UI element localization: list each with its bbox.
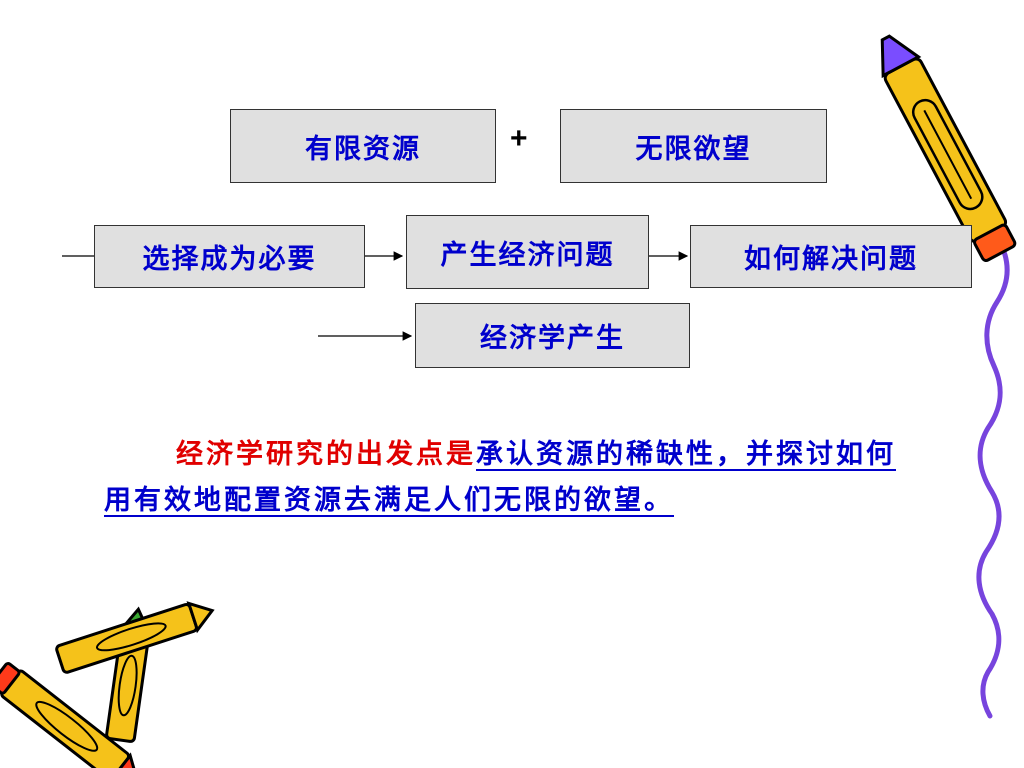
box-economic-problem: 产生经济问题 bbox=[406, 215, 649, 289]
summary-paragraph: 经济学研究的出发点是承认资源的稀缺性，并探讨如何用有效地配置资源去满足人们无限的… bbox=[104, 432, 914, 524]
crossed-pencils-icon bbox=[0, 601, 215, 768]
box-solve-problem: 如何解决问题 bbox=[690, 225, 972, 288]
paragraph-body: 承认资源的稀缺性，并探讨如何用有效地配置资源去满足人们无限的欲望。 bbox=[104, 439, 896, 516]
box-limited-resources: 有限资源 bbox=[230, 109, 496, 183]
box-economics-born: 经济学产生 bbox=[415, 303, 690, 368]
wavy-line-decoration bbox=[976, 239, 1010, 719]
box-unlimited-wants: 无限欲望 bbox=[560, 109, 827, 183]
plus-sign: + bbox=[510, 122, 528, 155]
box-choice-necessary: 选择成为必要 bbox=[94, 225, 365, 288]
paragraph-lead: 经济学研究的出发点是 bbox=[176, 439, 476, 470]
pencil-icon bbox=[880, 34, 1017, 262]
